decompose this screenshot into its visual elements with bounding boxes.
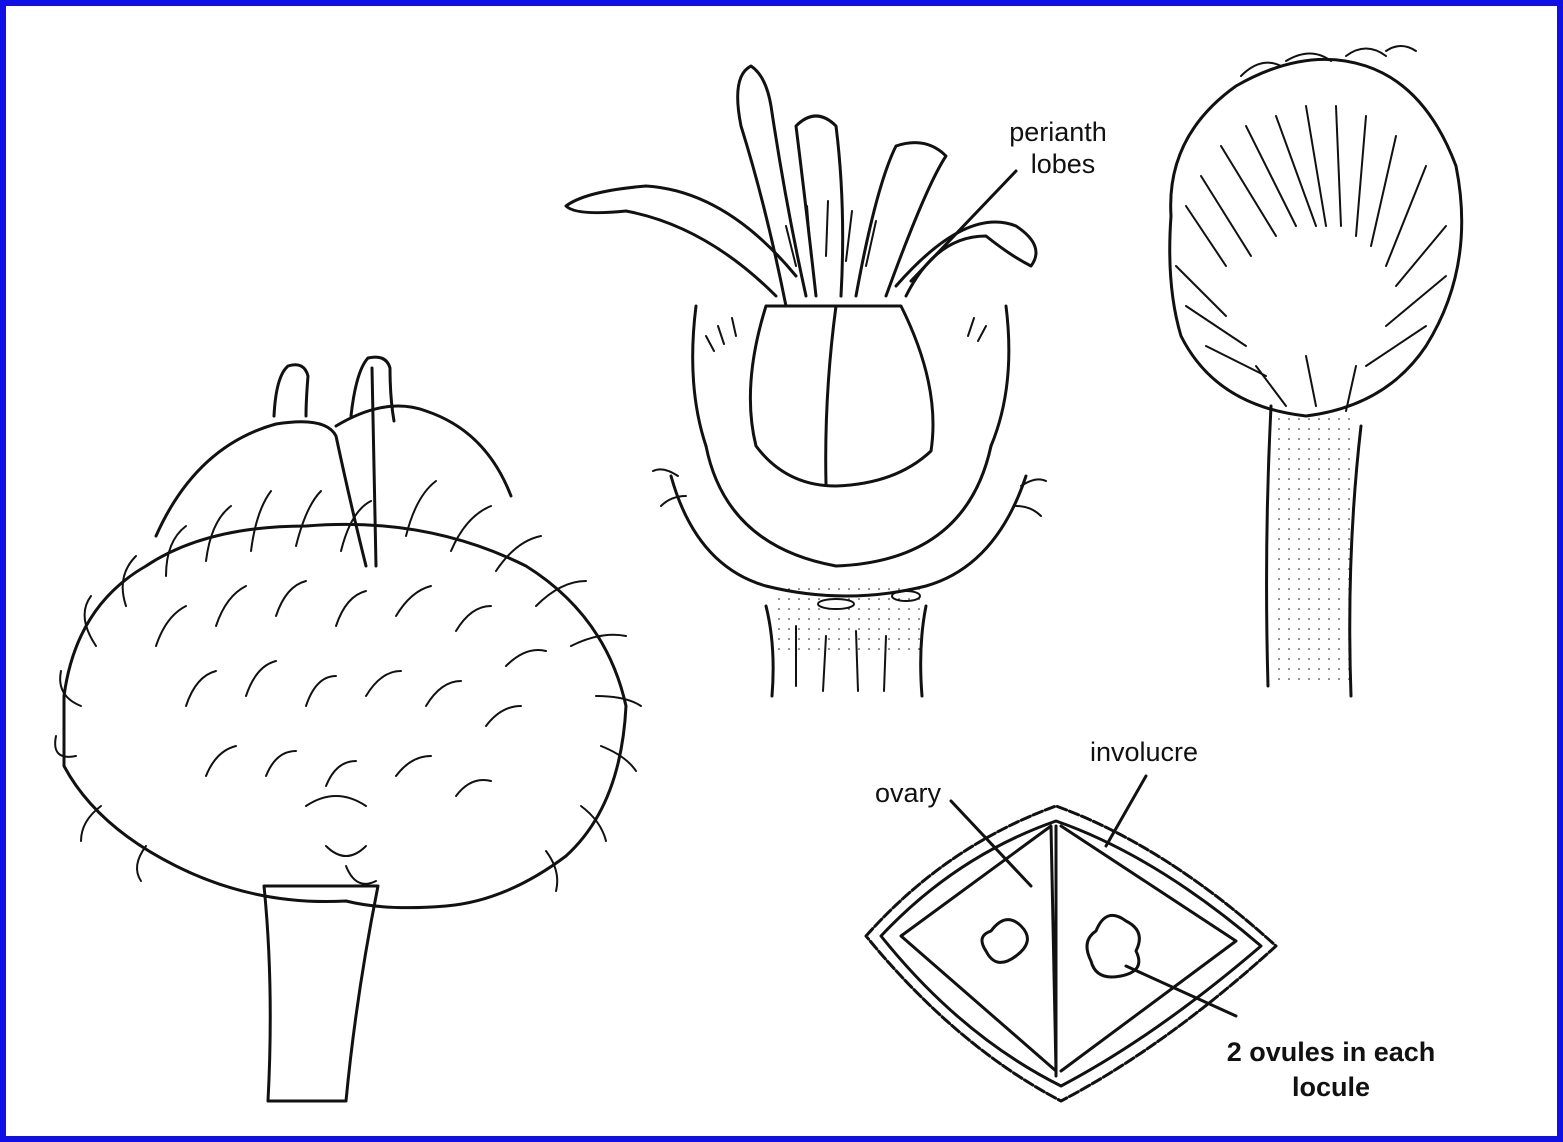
involucre-leader-line [1106,776,1146,846]
label-locule: locule [1292,1072,1370,1102]
label-involucre: involucre [1090,737,1198,767]
perianth-leader-line [911,171,1016,281]
label-lobes: lobes [1031,149,1096,179]
bud-figure [1170,46,1462,696]
flower-section-figure [566,66,1046,696]
illustration-frame: perianth lobes involucre ovary 2 ovules … [6,6,1557,1136]
label-ovary: ovary [875,778,942,808]
cross-section-figure [866,776,1276,1101]
fruiting-head-figure [55,357,641,1101]
label-perianth: perianth [1009,117,1107,147]
botanical-illustration: perianth lobes involucre ovary 2 ovules … [6,6,1557,1136]
ovary-leader-line [951,801,1031,886]
label-ovules: 2 ovules in each [1227,1037,1436,1067]
